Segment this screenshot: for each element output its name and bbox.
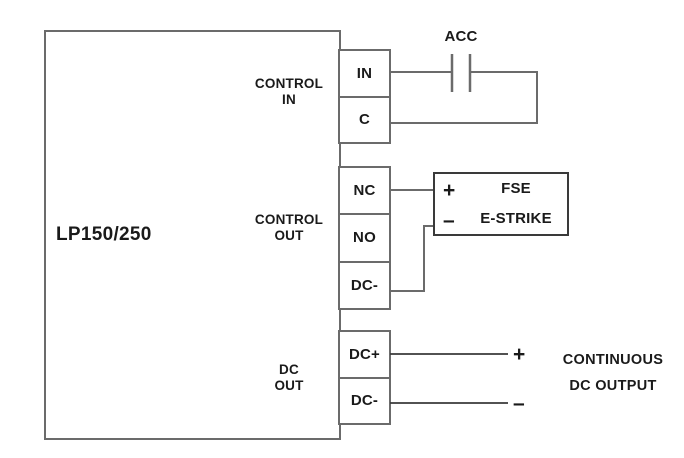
terminal-label-control-out-dc-minus-text: DC- [350,276,379,294]
terminal-label-control-out-dc-minus: DC- [339,262,390,309]
continuous-output-plus-sign: + [513,343,526,366]
group-label-dc-out-text: DC OUT [274,362,304,393]
terminal-label-nc-text: NC [353,181,376,199]
continuous-output-line2: DC OUTPUT [545,374,681,398]
terminal-label-dc-out-dc-minus: DC- [339,378,390,424]
terminal-label-dc-out-dc-minus-text: DC- [350,392,379,410]
acc-label-text: ACC [444,28,478,46]
fse-plus-sign: + [443,179,456,202]
fse-title-line2: E-STRIKE [466,206,566,232]
terminal-label-no: NO [339,214,390,262]
continuous-output-line2-text: DC OUTPUT [569,377,657,394]
group-label-control-out: CONTROL OUT [243,205,335,251]
wire-dc-minus-to-fse-minus [390,225,434,292]
fse-title-line1-text: FSE [501,180,531,198]
power-supply-enclosure [44,30,341,440]
unit-model-label: LP150/250 [56,224,152,245]
terminal-control-out-dc-minus [338,261,391,310]
group-label-control-out-text: CONTROL OUT [254,212,324,243]
terminal-label-c-text: C [358,111,371,129]
fse-minus-sign: – [443,209,455,232]
continuous-output-line1-text: CONTINUOUS [562,351,664,368]
terminal-label-dc-plus-text: DC+ [348,345,381,363]
group-label-control-in-text: CONTROL IN [254,76,324,107]
continuous-output-minus-sign: – [513,392,525,415]
group-label-control-in: CONTROL IN [243,69,335,115]
terminal-label-in-text: IN [356,64,373,82]
terminal-label-c: C [339,97,390,143]
terminal-label-dc-plus: DC+ [339,331,390,378]
wire-acc-to-c [390,71,538,124]
fse-title-line1: FSE [466,176,566,202]
continuous-output-line1: CONTINUOUS [545,348,681,372]
terminal-dc-out-dc-minus [338,377,391,425]
terminal-label-no-text: NO [353,229,376,247]
terminal-label-in: IN [339,50,390,97]
terminal-c [338,96,391,144]
group-label-dc-out: DC OUT [243,355,335,401]
fse-e-strike-box [433,172,569,236]
terminal-label-nc: NC [339,167,390,214]
fse-title-line2-text: E-STRIKE [480,210,552,228]
acc-label: ACC [426,25,496,49]
